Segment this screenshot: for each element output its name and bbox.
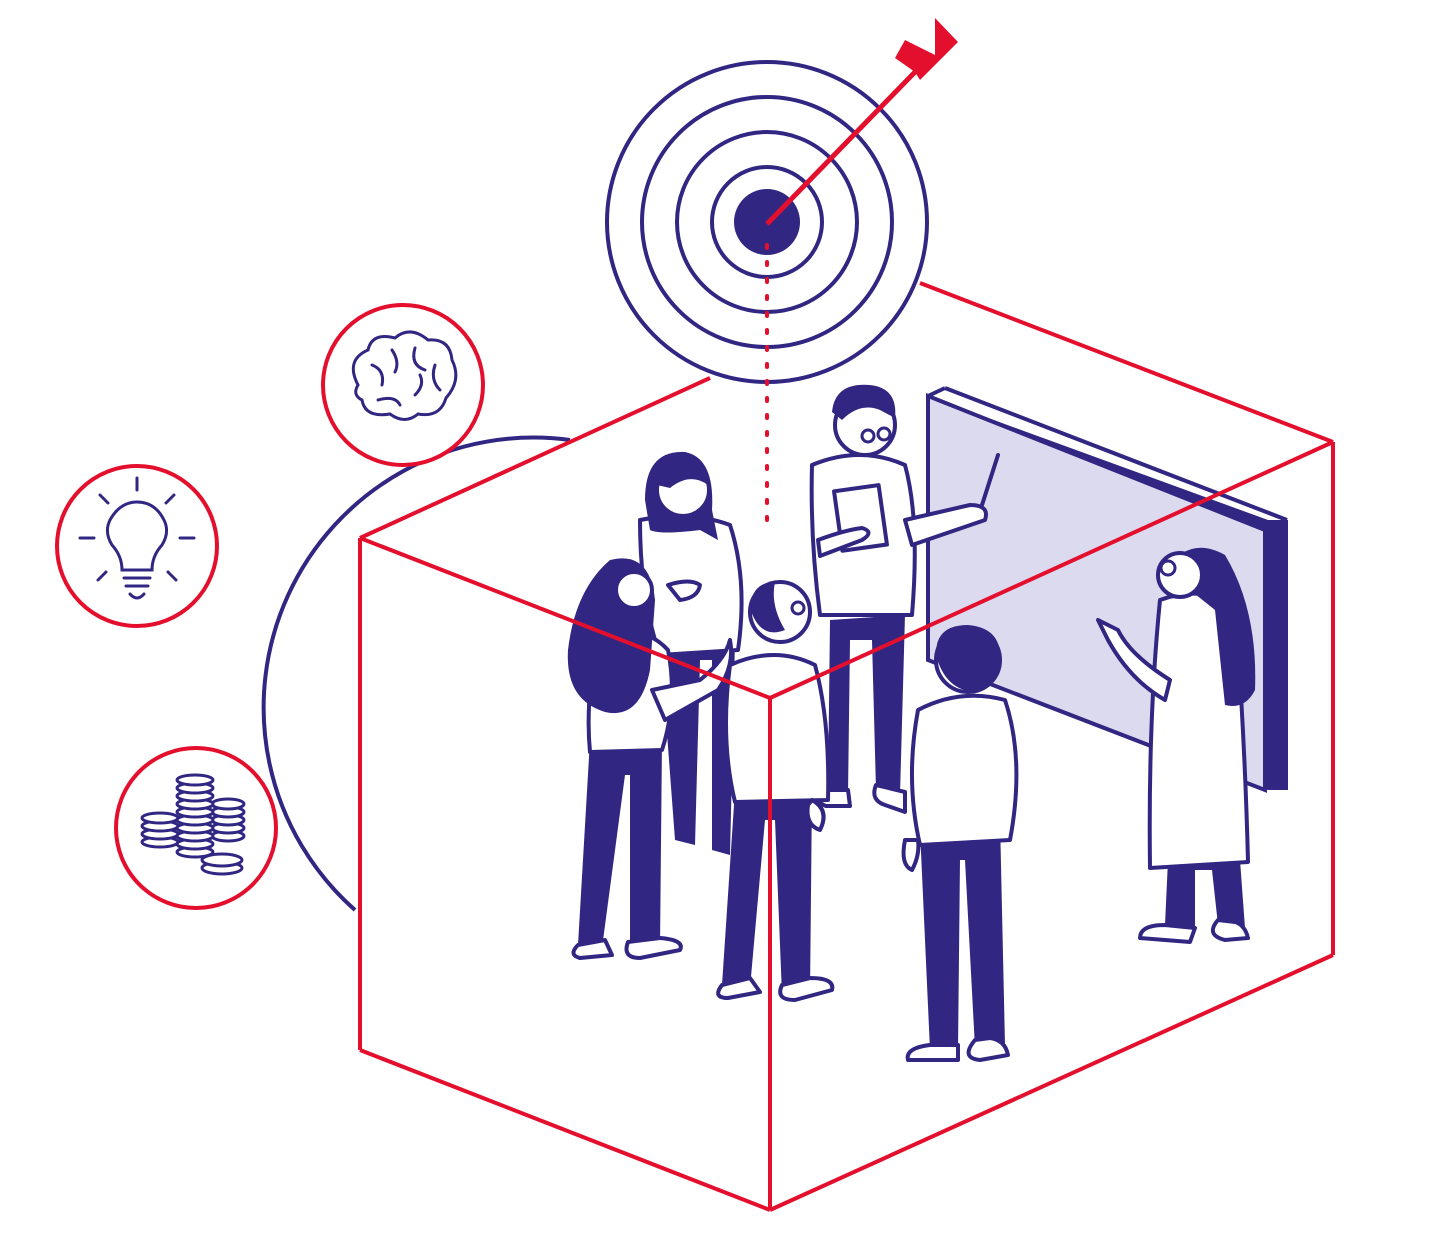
person-man-center <box>716 580 835 1002</box>
coins-icon <box>114 746 278 910</box>
orbit-arc <box>261 435 571 912</box>
person-man-front-right <box>901 625 1019 1062</box>
lightbulb-icon <box>55 464 219 628</box>
person-woman-front-left <box>567 558 734 960</box>
people-group <box>567 384 1256 1062</box>
person-woman-whiteboard <box>1096 547 1256 944</box>
arrow-icon <box>765 18 958 226</box>
cube-back <box>359 281 1334 540</box>
brain-icon <box>321 303 485 467</box>
cube-front <box>358 440 1335 1212</box>
person-presenter <box>809 384 1000 814</box>
